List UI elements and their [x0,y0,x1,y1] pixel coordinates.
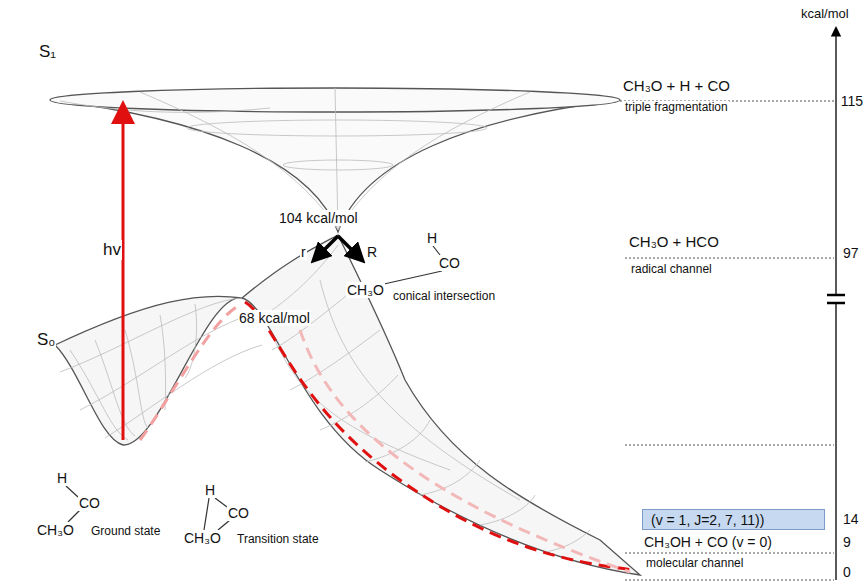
energy-value: 14 [842,511,860,527]
photon-arrow [122,112,125,440]
channel-name: radical channel [630,263,713,277]
group-label: CH₃O [183,530,222,546]
energy-value: 0 [842,564,852,580]
atom-label: CO [438,255,461,271]
energy-level-lines [620,101,834,580]
state-name: S₁ [38,42,57,62]
atom-label: CO [227,505,250,521]
channel-name: molecular channel [645,557,744,571]
bond-lines [66,246,442,530]
channel-name: triple fragmentation [624,101,729,115]
energy-value: 115 [840,93,864,109]
s0-surface [55,235,640,575]
s1-cone [50,88,620,232]
structure-name: Transition state [236,533,320,547]
coordinate-label: R [366,244,378,260]
channel-products: CH₃O + HCO [628,233,720,250]
r-arrow-large [338,236,358,256]
ground-path-dashed [140,305,240,440]
energy-annotation: 104 kcal/mol [278,210,359,226]
alt-path-dashed [300,330,630,572]
group-label: CH₃O [36,522,75,538]
coordinate-label: r [300,244,307,260]
energy-value: 97 [842,245,860,261]
state-label: (v = 1, J=2, 7, 11)) [651,512,816,528]
atom-label: H [426,230,438,246]
highlight-box: (v = 1, J=2, 7, 11)) [642,509,825,530]
r-arrow [318,236,338,256]
structure-name: conical intersection [392,290,496,304]
energy-axis [826,30,846,580]
atom-label: H [204,482,216,498]
photon-label: hv [102,240,122,260]
structure-name: Ground state [90,525,161,539]
energy-annotation: 68 kcal/mol [238,310,311,326]
channel-products: CH₃O + H + CO [622,77,731,94]
atom-label: H [56,470,68,486]
atom-label: CO [78,495,101,511]
channel-products: CH₃OH + CO (v = 0) [643,534,773,550]
reaction-path-dashed [245,302,635,570]
state-name: S₀ [36,330,56,350]
group-label: CH₃O [346,282,385,298]
energy-value: 9 [842,534,852,550]
axis-unit: kcal/mol [800,7,850,22]
